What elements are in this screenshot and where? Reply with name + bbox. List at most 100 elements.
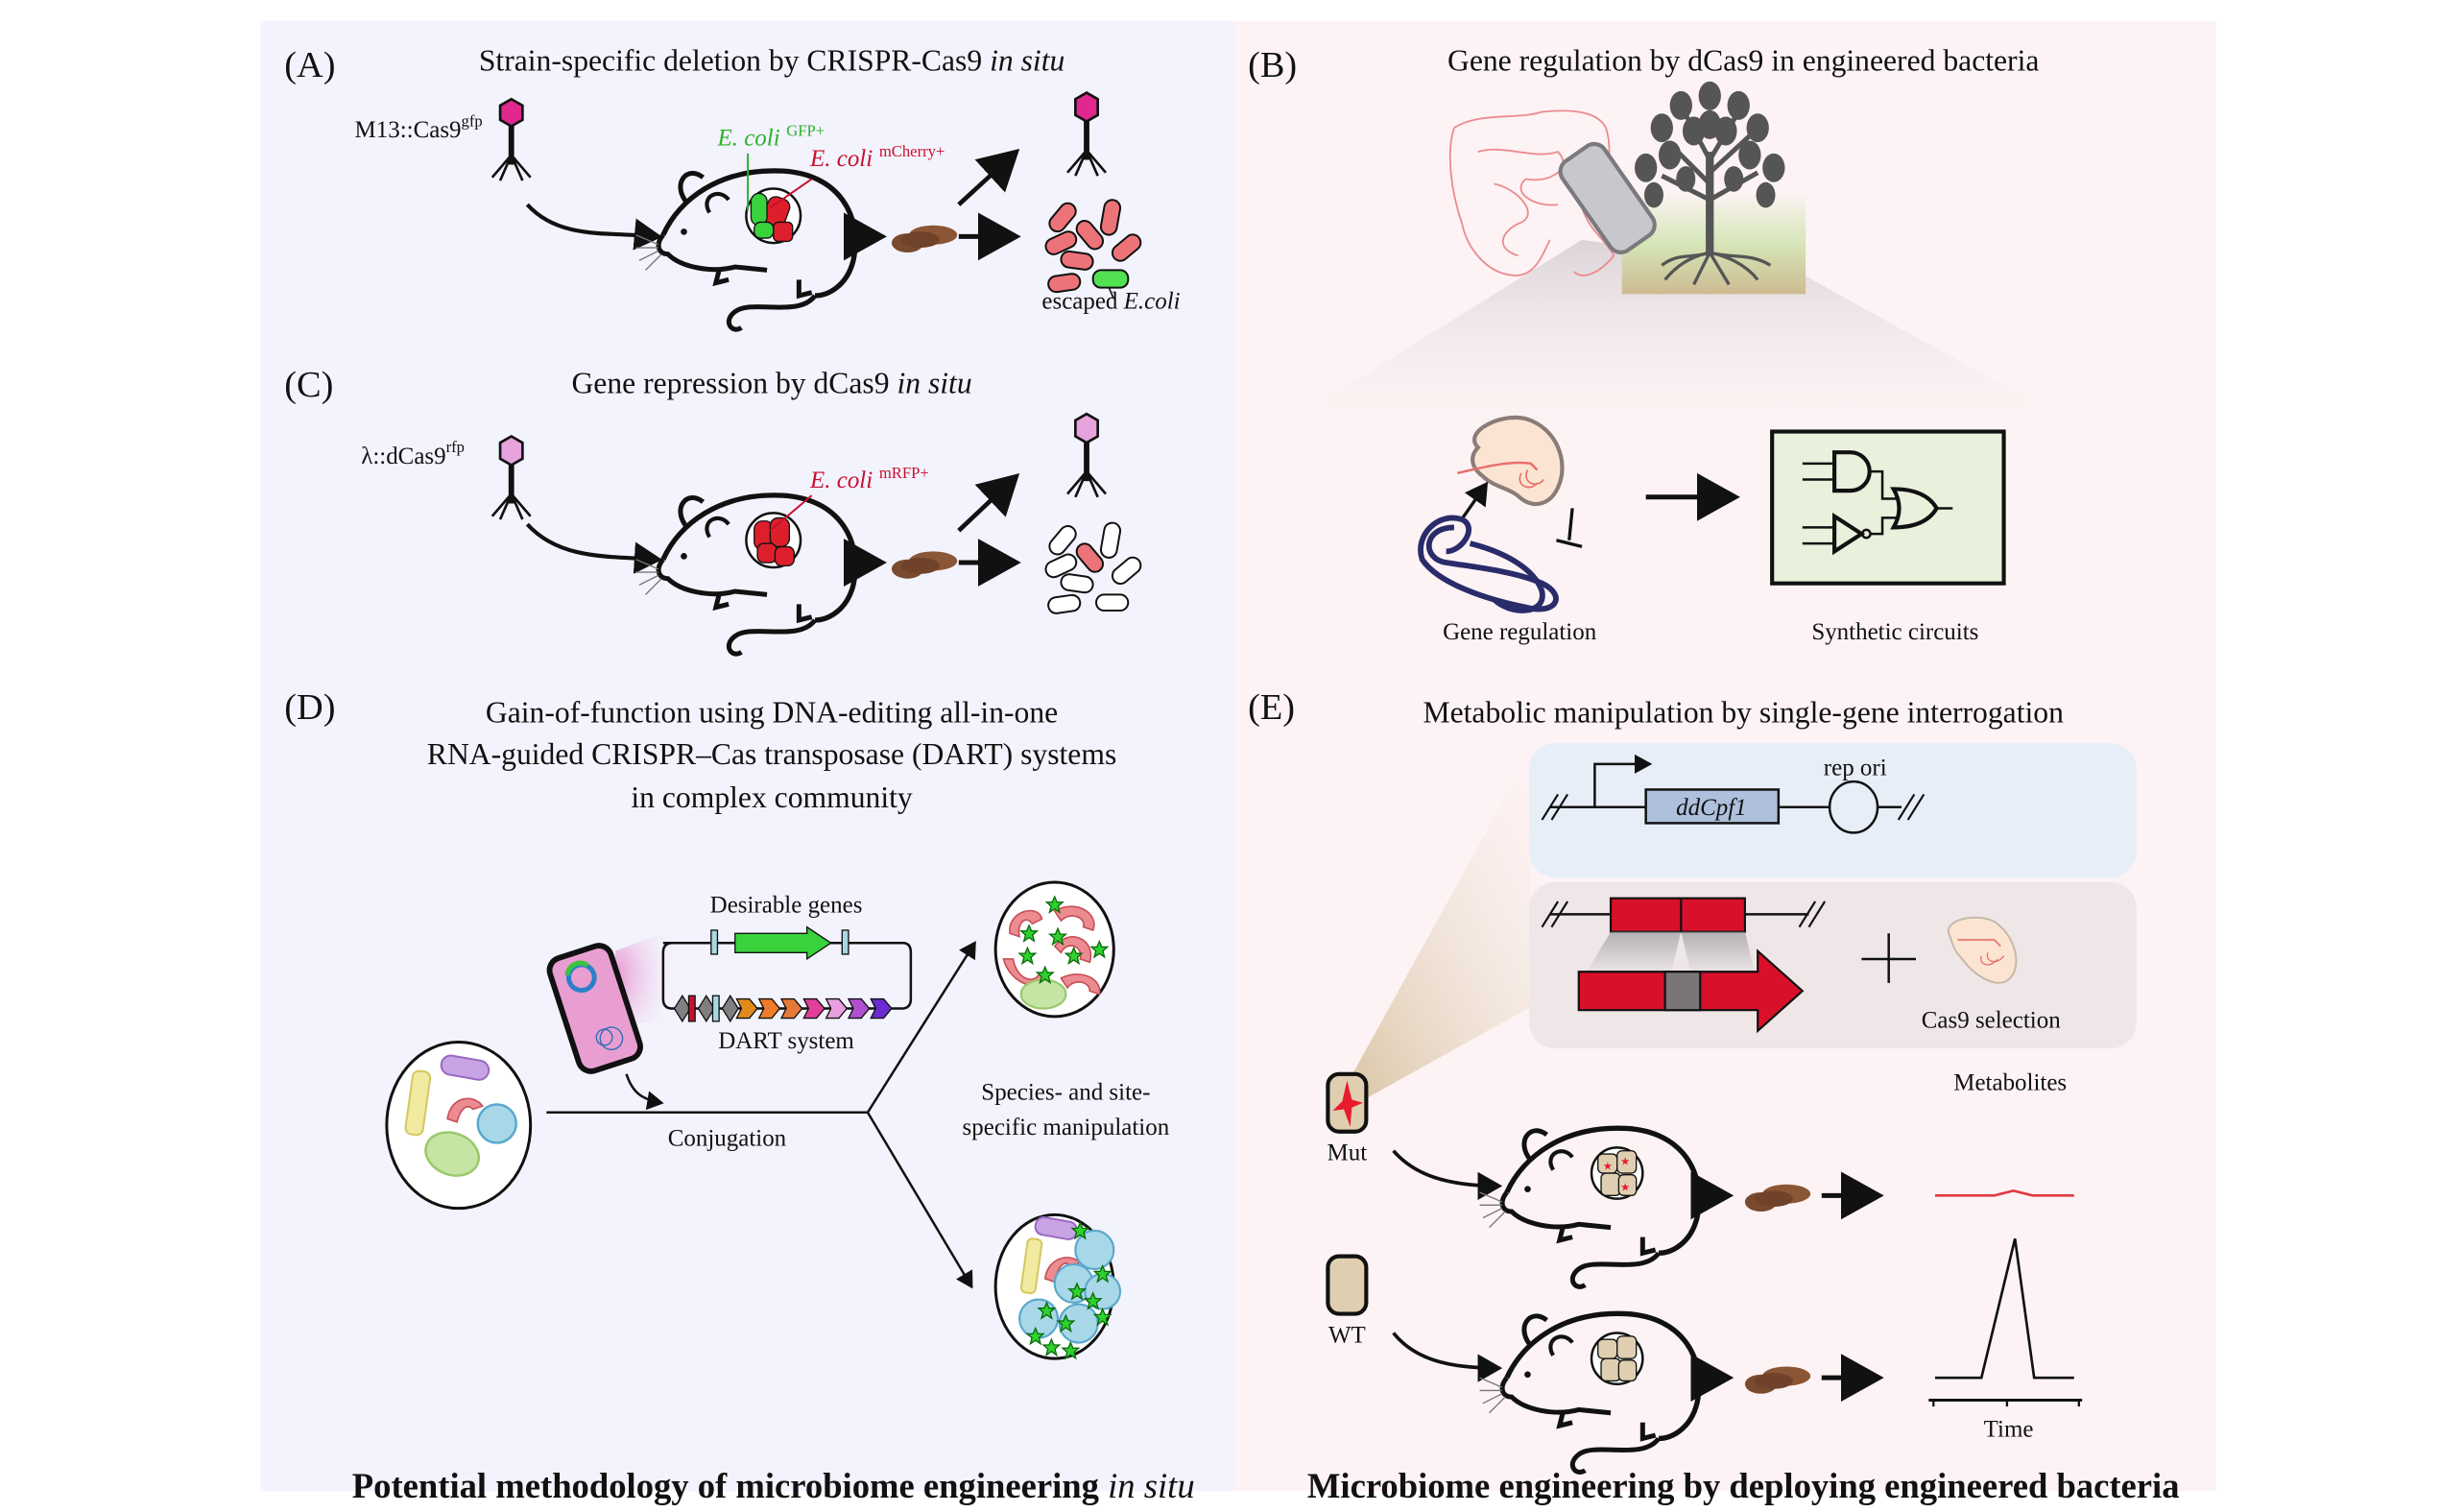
conjugation-label: Conjugation (668, 1126, 787, 1152)
dart-gene-element (735, 997, 758, 1020)
dart-gene-element (779, 997, 803, 1020)
lambda-dcas9-label: λ::dCas9rfp (361, 438, 465, 469)
edited-site (1663, 971, 1702, 1012)
promoter-arrowhead (1635, 754, 1653, 774)
dart-gene-element (687, 995, 696, 1022)
time-axis-label: Time (1984, 1417, 2034, 1443)
desirable-genes-label: Desirable genes (710, 893, 863, 919)
panel-b-label: (B) (1248, 45, 1297, 85)
panel-e-title: Metabolic manipulation by single-gene in… (1423, 696, 2064, 730)
wt-label: WT (1328, 1323, 1366, 1349)
panel-d-label: (D) (284, 687, 335, 728)
genome-break-left (1541, 900, 1569, 928)
ecoli-mrfp-pointer (769, 494, 813, 532)
panel-d: (D) Gain-of-function using DNA-editing a… (284, 687, 1194, 1505)
panel-e-label: (E) (1248, 687, 1295, 728)
dart-gene-cassette (673, 994, 893, 1023)
mouse-wt-icon (1480, 1313, 1700, 1472)
left-section-title: Potential methodology of microbiome engi… (352, 1466, 1195, 1505)
plasmid-break-right (1897, 793, 1926, 821)
mutation-star-icon (1332, 1080, 1364, 1127)
escaped-pointer (1108, 287, 1115, 300)
arrow-wt-to-mouse (1392, 1332, 1503, 1382)
mouse-c-icon (636, 495, 856, 654)
cas9-protein-icon (1947, 916, 2018, 984)
plasmid-backbone (661, 942, 913, 1010)
panel-d-title-line-1: Gain-of-function using DNA-editing all-i… (486, 696, 1058, 730)
logic-circuit-icon (1770, 429, 2006, 586)
released-phage-a-icon (1067, 91, 1106, 177)
surviving-bacteria-a (1044, 199, 1142, 294)
activation-arrow (1459, 481, 1489, 522)
repression-bar (1556, 508, 1583, 549)
manipulation-label-line-1: Species- and site- (981, 1079, 1150, 1105)
left-border-element (710, 929, 719, 955)
plus-icon (1861, 933, 1917, 983)
dart-gene-element (802, 997, 825, 1020)
gene-regulation-label: Gene regulation (1443, 619, 1597, 645)
ddcpf1-gene-box (1644, 788, 1781, 825)
dart-gene-element (757, 997, 781, 1020)
arrow-phage-to-mouse-a (525, 203, 663, 251)
rep-ori-label: rep ori (1824, 755, 1887, 780)
tree-icon (1621, 81, 1806, 295)
released-phage-c-icon (1067, 412, 1106, 497)
wt-metabolite-peak (1934, 1237, 2074, 1380)
lambda-phage-icon (492, 434, 531, 520)
species-specific-result-icon (993, 880, 1115, 1019)
arrow-feces-to-phage-a (957, 149, 1020, 206)
time-axis-ticks (1932, 1400, 2080, 1407)
panel-a: (A) Strain-specific deletion by CRISPR-C… (284, 43, 1181, 329)
mouse-mut-icon: ★★★ (1480, 1128, 1700, 1286)
arrow-feces-to-phage-c (957, 472, 1020, 533)
svg-text:★: ★ (1620, 1156, 1630, 1168)
panel-a-label: (A) (284, 45, 335, 85)
zoom-cone-b (1278, 239, 2081, 429)
target-gene-box (1609, 897, 1746, 933)
desirable-gene-arrow (734, 925, 832, 961)
complex-community-icon (385, 1041, 533, 1211)
right-border-element (841, 929, 849, 955)
ddcpf1-label: ddCpf1 (1676, 795, 1747, 821)
dart-gene-element (825, 997, 849, 1020)
arrow-mut-to-mouse (1392, 1149, 1503, 1201)
mut-metabolite-trace (1934, 1188, 2074, 1197)
repressed-bacteria-c (1044, 521, 1142, 614)
zoom-cone-e (1345, 751, 1531, 1103)
genome-break-right (1798, 900, 1827, 928)
mut-label: Mut (1328, 1140, 1368, 1166)
panel-a-title: Strain-specific deletion by CRISPR-Cas9 … (479, 43, 1065, 77)
plasmid-break-left (1541, 793, 1569, 821)
donor-cell-icon (546, 943, 643, 1074)
panel-c-label: (C) (284, 365, 333, 405)
arrow-to-species-specific (866, 941, 976, 1114)
panel-d-title-line-2: RNA-guided CRISPR–Cas transposase (DART)… (427, 737, 1116, 771)
panel-c: (C) Gene repression by dCas9 in situ λ::… (284, 365, 1142, 654)
dart-system-label: DART system (718, 1028, 854, 1054)
mouse-a-icon (636, 171, 856, 329)
metabolites-label: Metabolites (1953, 1069, 2067, 1095)
panel-b: (B) Gene regulation by dCas9 in engineer… (1248, 43, 2081, 645)
panel-c-title: Gene repression by dCas9 in situ (571, 367, 971, 400)
site-specific-result-icon (993, 1212, 1122, 1360)
dart-gene-element (847, 997, 871, 1020)
svg-text:★: ★ (1603, 1161, 1613, 1173)
arrow-phage-to-mouse-c (525, 522, 663, 574)
synthetic-circuits-label: Synthetic circuits (1811, 619, 1978, 645)
dart-gene-element (721, 994, 739, 1023)
panel-b-title: Gene regulation by dCas9 in engineered b… (1447, 43, 2039, 77)
panel-d-title-line-3: in complex community (631, 780, 913, 814)
manipulation-label-line-2: specific manipulation (963, 1115, 1170, 1140)
panel-e: (E) Metabolic manipulation by single-gen… (1248, 687, 2179, 1505)
dcas9-protein-icon (1456, 415, 1565, 507)
chromosome-icon (1418, 515, 1559, 613)
edit-fan-right (1681, 931, 1755, 972)
cas9-selection-label: Cas9 selection (1922, 1008, 2061, 1034)
wt-bacterium-icon (1326, 1254, 1369, 1316)
escaped-ecoli-label: escaped E.coli (1041, 288, 1180, 314)
dart-gene-element (711, 995, 720, 1022)
